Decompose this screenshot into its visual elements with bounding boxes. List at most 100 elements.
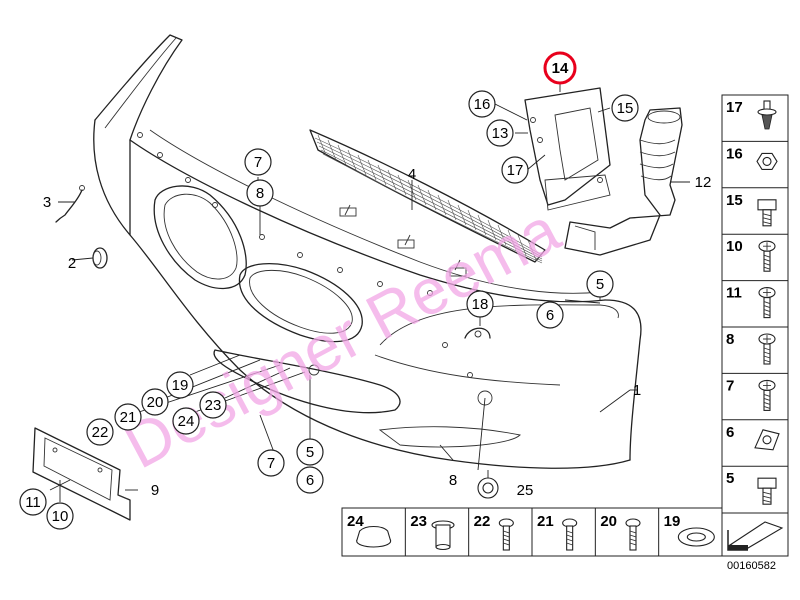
callout-7: 7 [257,449,285,477]
legend-label: 22 [474,513,491,530]
washer-ring-icon [677,527,715,547]
cap-plug-icon [356,525,392,548]
self-tapping-screw-icon [758,379,776,411]
callout-6: 6 [536,301,564,329]
callout-label: 12 [695,174,712,191]
callout-24: 24 [172,407,200,435]
callout-8: 8 [246,179,274,207]
callout-label: 11 [25,494,41,511]
callout-label: 7 [267,455,275,472]
license-plate-bracket [32,427,131,521]
callout-20: 20 [141,388,169,416]
legend-row-17: 17 [726,99,777,130]
callout-13: 13 [486,119,514,147]
callout-6: 6 [296,466,324,494]
callout-label: 22 [92,424,109,441]
callout-10: 10 [46,502,74,530]
side-legend: 17 16 15 10 11 8 7 6 5 [721,94,789,514]
callout-label: 23 [205,397,222,414]
callout-7: 7 [244,148,272,176]
callout-3: 3 [43,194,51,211]
legend-row-16: 16 [722,140,788,170]
callout-5: 5 [586,270,614,298]
callout-12: 12 [695,174,712,191]
legend-label: 23 [410,513,427,530]
plug-cap-2 [92,247,108,269]
hex-bolt-icon [757,477,777,505]
callout-label: 17 [507,162,524,179]
hex-bolt-icon [757,199,777,227]
spring-nut-icon [754,429,780,451]
legend-label: 6 [726,424,734,441]
legend-label: 20 [600,513,617,530]
flange-screw-icon [758,333,776,365]
legend-label: 11 [726,285,742,302]
callout-label: 5 [596,276,604,293]
callout-label: 9 [151,482,159,499]
legend-label: 24 [347,513,364,530]
legend-label: 16 [726,145,743,162]
next-page-arrow-icon[interactable] [721,512,789,557]
legend-label: 5 [726,470,734,487]
callout-label: 2 [68,255,76,272]
legend-row-6: 6 [722,419,788,451]
legend-cell-21: 21 [531,508,578,556]
callout-17: 17 [501,156,529,184]
bottom-legend: 24 23 22 21 20 19 [341,507,723,557]
callout-label: 14 [552,60,569,77]
callout-label: 7 [254,154,262,171]
callout-label: 20 [147,394,164,411]
expanding-rivet-icon [431,520,455,551]
clip-18 [464,327,491,339]
legend-row-15: 15 [722,187,788,227]
screw-icon [498,518,514,551]
callout-21: 21 [114,403,142,431]
legend-label: 17 [726,99,743,116]
legend-label: 19 [664,513,681,530]
callout-9: 9 [151,482,159,499]
self-tapping-screw-icon [758,240,776,272]
callout-1: 1 [633,382,641,399]
callout-11: 11 [19,488,47,516]
bumper-bracket [524,87,611,211]
callout-label: 25 [517,482,534,499]
callout-8: 8 [449,472,457,489]
grille-mesh [309,129,546,277]
legend-label: 7 [726,377,734,394]
legend-row-10: 10 [722,233,788,272]
callout-15: 15 [611,94,639,122]
self-tapping-screw-icon [758,287,776,319]
air-duct [564,107,683,256]
legend-label: 8 [726,331,734,348]
legend-row-7: 7 [722,372,788,411]
legend-label: 10 [726,238,743,255]
legend-label: 21 [537,513,554,530]
callout-label: 8 [449,472,457,489]
reference-code: 00160582 [727,560,776,572]
legend-cell-23: 23 [404,508,455,556]
callout-25: 25 [517,482,534,499]
self-tapping-screw-icon [625,518,641,551]
legend-cell-22: 22 [468,508,514,556]
callout-19: 19 [166,371,194,399]
legend-cell-19: 19 [658,508,715,556]
callout-18: 18 [466,290,494,318]
callout-label: 19 [172,377,189,394]
callout-label: 21 [120,409,137,426]
bumper-cover [93,34,642,469]
callout-2: 2 [68,255,76,272]
callout-14: 14 [543,51,577,85]
callout-label: 24 [178,413,195,430]
hex-nut-icon [756,152,778,170]
callout-label: 6 [306,472,314,489]
callout-label: 10 [52,508,69,525]
callout-5: 5 [296,438,324,466]
callout-4: 4 [408,166,416,183]
callout-label: 18 [472,296,489,313]
callout-label: 3 [43,194,51,211]
legend-row-5: 5 [722,465,788,505]
legend-row-11: 11 [722,280,788,319]
flange-screw-icon [562,518,578,551]
legend-row-8: 8 [722,326,788,365]
